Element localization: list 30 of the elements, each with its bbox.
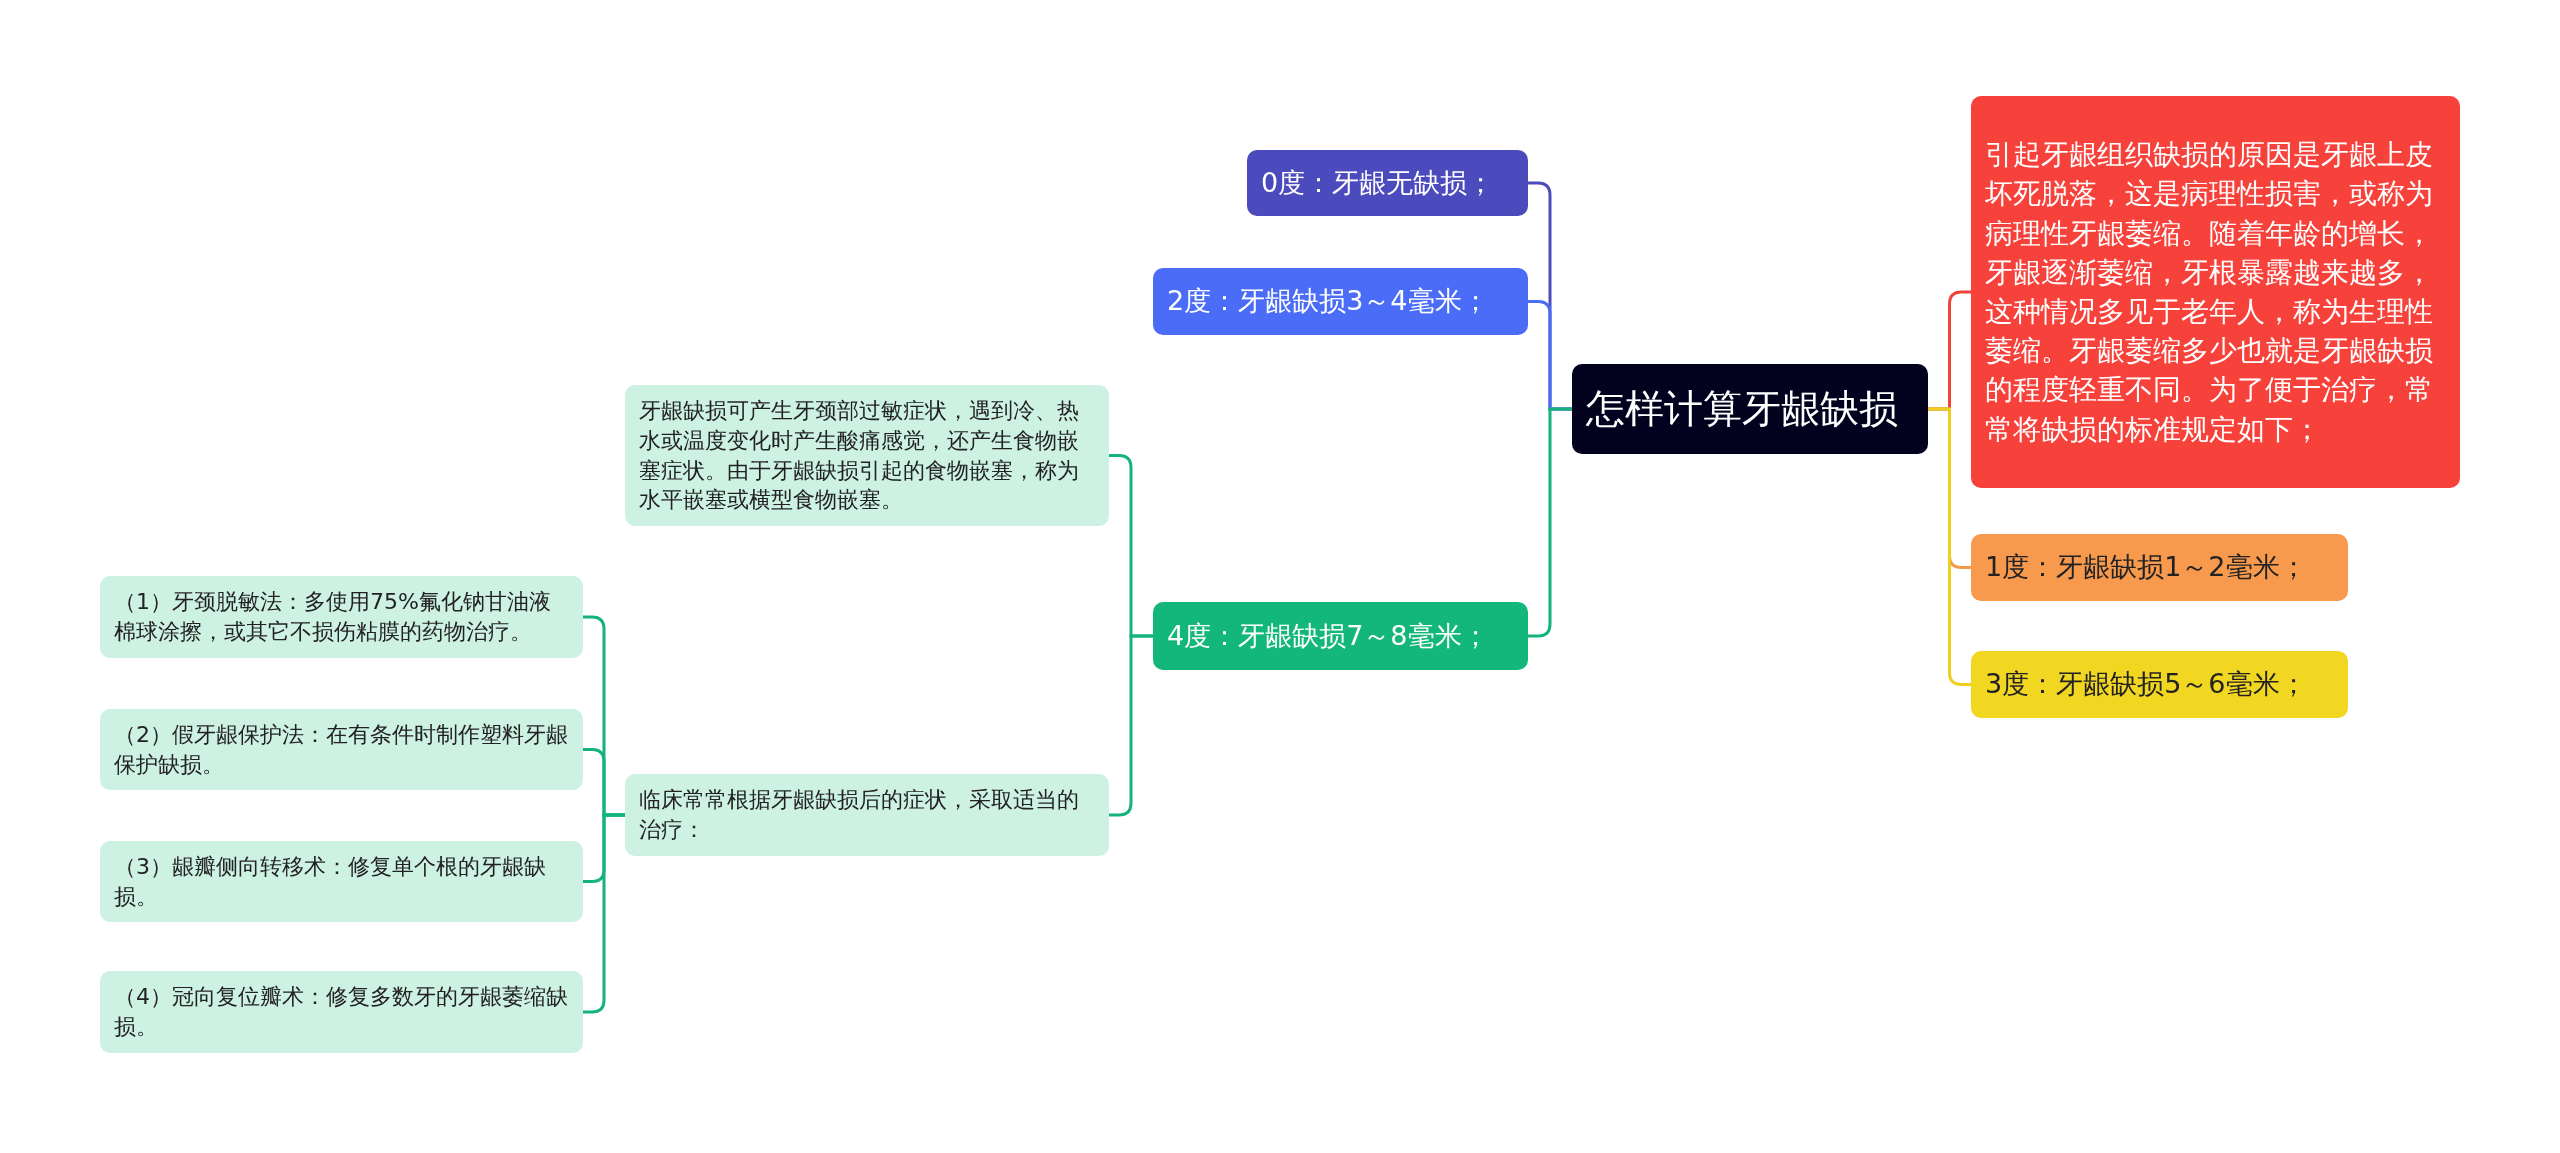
topic-text: 2度：牙龈缺损3～4毫米； xyxy=(1167,284,1490,319)
topic-box xyxy=(1971,651,2348,718)
topic-box xyxy=(1153,268,1528,335)
subtopic-box xyxy=(625,774,1109,856)
subtopic-box xyxy=(100,709,583,790)
subtopic-box xyxy=(625,385,1109,526)
topic-box xyxy=(1971,96,2460,488)
topic-text: 0度：牙龈无缺损； xyxy=(1261,165,1496,200)
connector-line xyxy=(1528,407,1572,638)
connector-line xyxy=(1928,407,1971,686)
subtopic-box xyxy=(100,841,583,922)
topic-box xyxy=(1153,602,1528,670)
topic-box xyxy=(1247,150,1528,216)
connector-line xyxy=(583,813,625,1014)
topic-text: （1）牙颈脱敏法：多使用75%氟化钠甘油液棉球涂擦，或其它不损伤粘膜的药物治疗。 xyxy=(114,588,552,646)
topic-text: 牙龈缺损可产生牙颈部过敏症状，遇到冷、热水或温度变化时产生酸痛感觉，还产生食物嵌塞症状。由于牙龈缺损引起的食物嵌塞，称为水平嵌塞或横型食物嵌塞。 xyxy=(639,397,1080,515)
topic-text: 3度：牙龈缺损5～6毫米； xyxy=(1985,667,2308,702)
subtopic-box xyxy=(100,971,583,1053)
subtopic-box xyxy=(100,576,583,658)
topic-text: 1度：牙龈缺损1～2毫米； xyxy=(1985,550,2308,585)
connector-line xyxy=(1109,634,1153,817)
topic-text: 引起牙龈组织缺损的原因是牙龈上皮坏死脱落，这是病理性损害，或称为病理性牙龈萎缩。随着年龄的增长，牙龈逐渐萎缩，牙根暴露越来越多，这种情况多见于老年人，称为生理性萎缩。牙龈萎缩多少也就是牙龈缺损的程度轻重不同。为了便于治疗，常常将缺损的标准规定如下； xyxy=(1985,137,2434,448)
topic-text: 临床常常根据牙龈缺损后的症状，采取适当的治疗： xyxy=(639,786,1080,844)
topic-text: （4）冠向复位瓣术：修复多数牙的牙龈萎缩缺损。 xyxy=(114,983,569,1041)
topic-text: 4度：牙龈缺损7～8毫米； xyxy=(1167,618,1490,653)
topic-text: （2）假牙龈保护法：在有条件时制作塑料牙龈保护缺损。 xyxy=(114,720,569,779)
topic-text: 怎样计算牙龈缺损 xyxy=(1586,384,1899,433)
central-topic xyxy=(1572,364,1928,454)
topic-text: （3）龈瓣侧向转移术：修复单个根的牙龈缺损。 xyxy=(114,852,547,911)
topic-box xyxy=(1971,534,2348,601)
